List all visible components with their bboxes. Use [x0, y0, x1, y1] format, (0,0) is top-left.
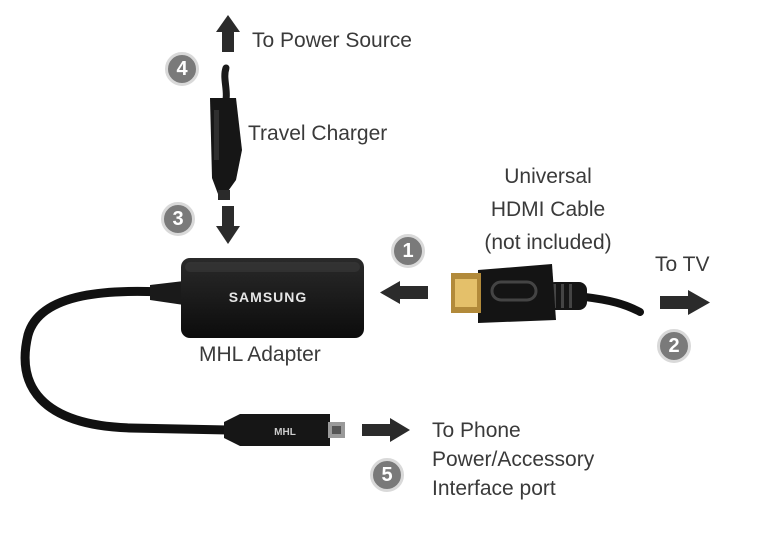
arrow-to-tv	[660, 290, 710, 315]
phone-cable	[20, 286, 233, 435]
mhl-plug-logo: MHL	[274, 427, 296, 438]
arrow-hdmi-to-adapter	[380, 281, 428, 304]
hdmi-cable-label-line1: Universal	[504, 165, 592, 188]
hdmi-cable-label: Universal HDMI Cable (not included)	[468, 160, 628, 259]
step-badge-3: 3	[161, 202, 195, 236]
samsung-logo: SAMSUNG	[229, 289, 308, 305]
step-badge-2: 2	[657, 329, 691, 363]
to-phone-label: To Phone Power/Accessory Interface port	[432, 416, 594, 503]
to-power-source-label: To Power Source	[252, 29, 412, 52]
hdmi-cable	[451, 264, 644, 323]
arrow-charger-to-adapter	[216, 206, 240, 244]
hdmi-cable-wire	[581, 293, 644, 316]
step-badge-5: 5	[370, 458, 404, 492]
to-phone-label-line1: To Phone	[432, 419, 521, 442]
to-phone-label-line2: Power/Accessory	[432, 448, 595, 471]
arrow-to-phone	[362, 418, 410, 442]
to-tv-label: To TV	[655, 253, 710, 276]
step-badge-4: 4	[165, 52, 199, 86]
hdmi-cable-label-line3: (not included)	[484, 231, 612, 254]
micro-usb-plug: MHL	[224, 414, 345, 446]
mhl-adapter: SAMSUNG	[181, 258, 364, 338]
travel-charger-label: Travel Charger	[248, 122, 388, 145]
adapter-strain-relief	[150, 281, 184, 305]
step-badge-1: 1	[391, 234, 425, 268]
travel-charger	[210, 64, 242, 200]
to-phone-label-line3: Interface port	[432, 477, 556, 500]
arrow-to-power-source	[216, 15, 240, 52]
mhl-adapter-label: MHL Adapter	[199, 343, 321, 366]
hdmi-cable-label-line2: HDMI Cable	[490, 198, 606, 221]
